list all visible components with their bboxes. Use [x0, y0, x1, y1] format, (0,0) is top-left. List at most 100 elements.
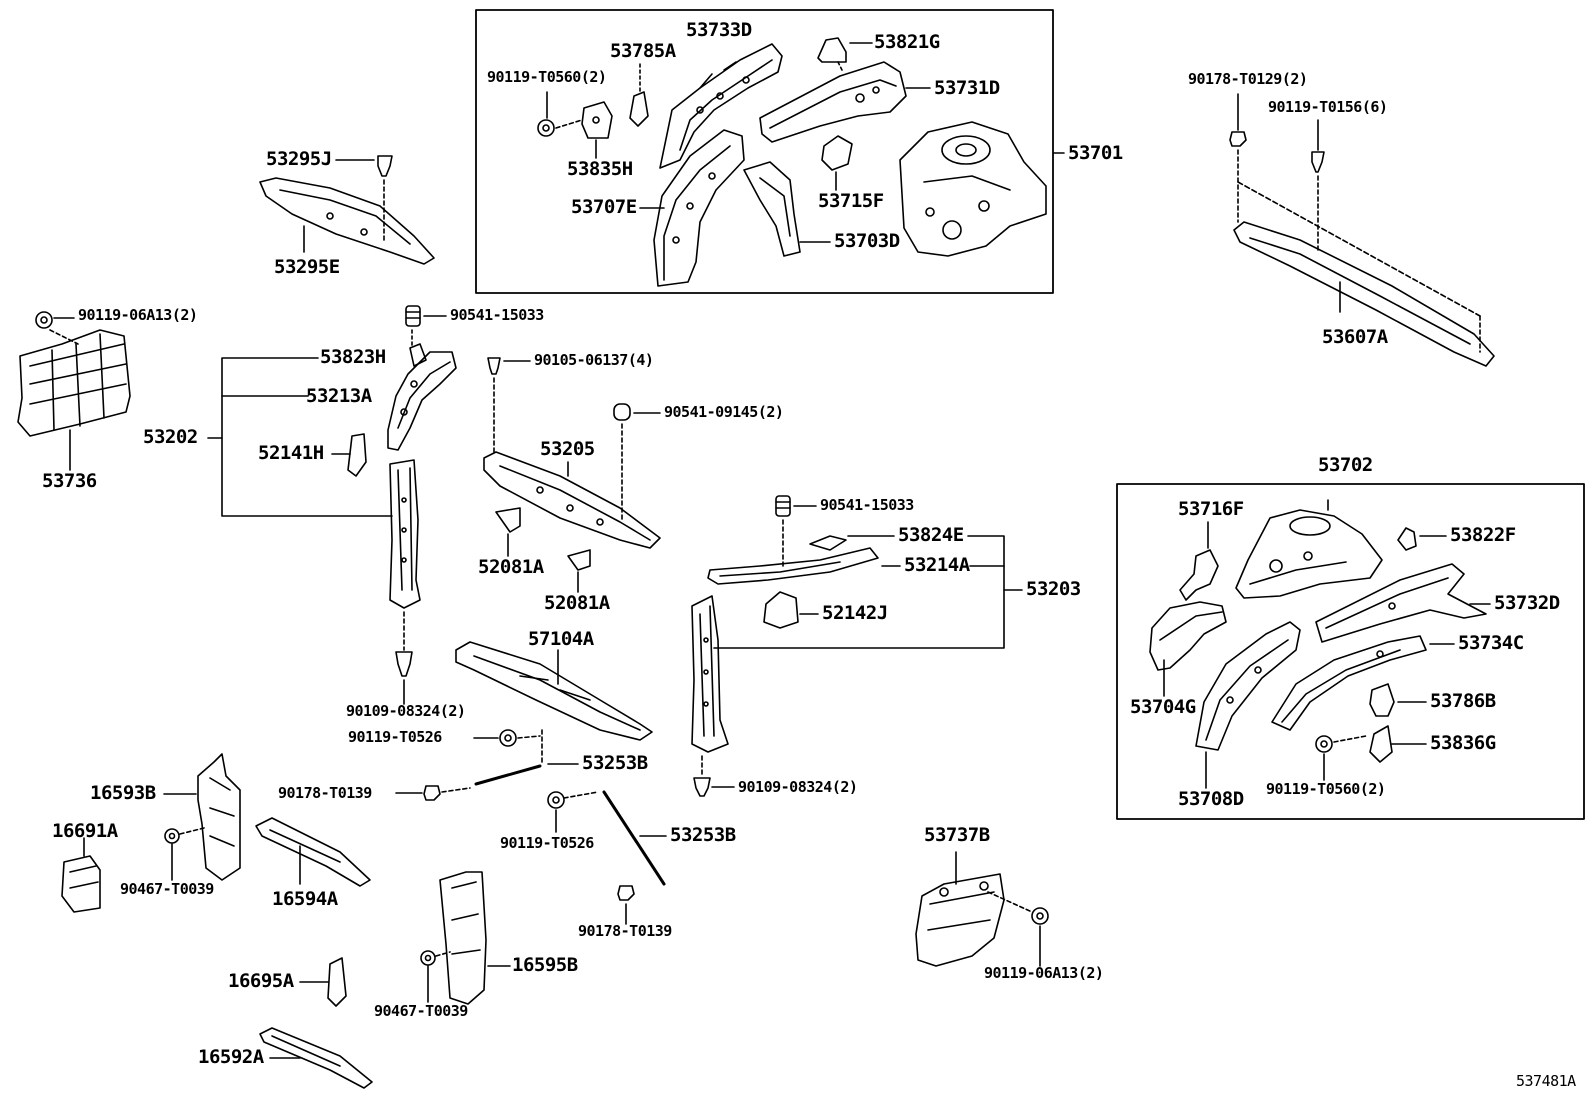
part-53737B-shape — [915, 851, 1033, 967]
label-52141H: 52141H — [258, 442, 324, 464]
part-53707E-shape — [639, 129, 745, 287]
part-16695A-shape — [299, 957, 347, 1007]
label-53824E: 53824E — [898, 524, 964, 546]
part-16595B-shape — [439, 871, 511, 1005]
label-53737B: 53737B — [924, 824, 990, 846]
part-53253B-a-shape — [474, 763, 579, 786]
part-53202-pillar-shape — [389, 459, 421, 651]
part-53715F-shape — [821, 135, 853, 191]
label-90541-09145: 90541-09145(2) — [664, 403, 784, 421]
label-16594A: 16594A — [272, 888, 338, 910]
part-53823H-shape — [409, 343, 427, 367]
part-16594A-shape — [255, 817, 371, 887]
part-90109-08324-b-shape — [693, 777, 735, 797]
label-53835H: 53835H — [567, 158, 633, 180]
label-90119-06A13-b: 90119-06A13(2) — [984, 964, 1104, 982]
part-52141H-shape — [331, 433, 367, 477]
part-53295J-shape — [335, 155, 393, 241]
part-52081A-b-shape — [567, 549, 591, 593]
label-53821G: 53821G — [874, 31, 940, 53]
label-53704G: 53704G — [1130, 696, 1196, 718]
part-53701-tower-shape — [899, 121, 1065, 257]
label-90119-T0560-right: 90119-T0560(2) — [1266, 780, 1386, 798]
part-53734C-shape — [1271, 635, 1455, 731]
part-53716F-shape — [1179, 521, 1219, 601]
part-53253B-b-shape — [602, 790, 667, 886]
part-53607A-shape — [1233, 221, 1495, 367]
part-53736-shape — [17, 329, 131, 471]
label-52142J: 52142J — [822, 602, 888, 624]
part-16592A-shape — [259, 1027, 373, 1089]
label-90467-T0039-b: 90467-T0039 — [374, 1002, 468, 1020]
label-53213A: 53213A — [306, 385, 372, 407]
part-53213A-shape — [387, 351, 457, 451]
label-53703D: 53703D — [834, 230, 900, 252]
label-90119-T0560-top: 90119-T0560(2) — [487, 68, 607, 86]
label-90178-T0139-b: 90178-T0139 — [578, 922, 672, 940]
label-53786B: 53786B — [1430, 690, 1496, 712]
label-90119-T0526-b: 90119-T0526 — [500, 834, 594, 852]
label-53785A: 53785A — [610, 40, 676, 62]
part-53822F-shape — [1397, 527, 1447, 551]
figure-id: 537481A — [1516, 1072, 1576, 1090]
label-90178-T0129: 90178-T0129(2) — [1188, 70, 1308, 88]
label-16593B: 16593B — [90, 782, 156, 804]
part-53703D-shape — [743, 161, 831, 257]
part-53732D-shape — [1315, 563, 1491, 643]
part-16691A-shape — [61, 837, 101, 913]
part-57104A-shape — [455, 641, 653, 741]
label-53708D: 53708D — [1178, 788, 1244, 810]
label-90119-T0526-a: 90119-T0526 — [348, 728, 442, 746]
label-90467-T0039-a: 90467-T0039 — [120, 880, 214, 898]
label-53836G: 53836G — [1430, 732, 1496, 754]
part-52081A-a-shape — [495, 507, 521, 557]
label-53295E: 53295E — [274, 256, 340, 278]
label-16695A: 16695A — [228, 970, 294, 992]
label-52081A-a: 52081A — [478, 556, 544, 578]
label-53702: 53702 — [1318, 454, 1373, 476]
label-90541-15033-a: 90541-15033 — [450, 306, 544, 324]
part-53786B-shape — [1369, 683, 1427, 717]
label-53732D: 53732D — [1494, 592, 1560, 614]
label-53736: 53736 — [42, 470, 97, 492]
part-90119-T0526-a-shape — [473, 729, 543, 765]
part-53731D-shape — [759, 61, 931, 143]
label-53203: 53203 — [1026, 578, 1081, 600]
bracket-53203 — [713, 535, 1023, 649]
label-53734C: 53734C — [1458, 632, 1524, 654]
part-90119-T0560-right-shape — [1315, 735, 1367, 781]
label-57104A: 57104A — [528, 628, 594, 650]
part-53708D-shape — [1195, 621, 1301, 789]
part-90109-08324-a-shape — [395, 651, 413, 705]
label-90109-08324-a: 90109-08324(2) — [346, 702, 466, 720]
part-90541-09145-shape — [613, 403, 661, 523]
label-53733D: 53733D — [686, 19, 752, 41]
label-90109-08324-b: 90109-08324(2) — [738, 778, 858, 796]
label-53253B-b: 53253B — [670, 824, 736, 846]
label-53731D: 53731D — [934, 77, 1000, 99]
part-90119-06A13-a-shape — [35, 311, 79, 345]
part-90119-T0526-b-shape — [547, 791, 599, 833]
part-53704G-shape — [1149, 601, 1227, 697]
part-53835H-shape — [581, 101, 613, 159]
part-90467-T0039-b-shape — [420, 950, 451, 1003]
part-90178-T0139-b-shape — [617, 885, 635, 925]
label-90541-15033-b: 90541-15033 — [820, 496, 914, 514]
bracket-53202 — [207, 357, 393, 517]
part-90105-06137-shape — [487, 357, 531, 453]
label-53205: 53205 — [540, 438, 595, 460]
part-53733D-shape — [659, 43, 783, 169]
label-53214A: 53214A — [904, 554, 970, 576]
label-53295J: 53295J — [266, 148, 332, 170]
part-53702-tower-shape — [1235, 499, 1383, 599]
part-52142J-shape — [763, 591, 819, 629]
label-90178-T0139-a: 90178-T0139 — [278, 784, 372, 802]
part-53205-shape — [483, 451, 661, 549]
part-90119-T0560-shape — [537, 91, 583, 137]
label-53823H: 53823H — [320, 346, 386, 368]
label-53202: 53202 — [143, 426, 198, 448]
label-16691A: 16691A — [52, 820, 118, 842]
part-90541-15033-b-shape — [775, 495, 817, 567]
